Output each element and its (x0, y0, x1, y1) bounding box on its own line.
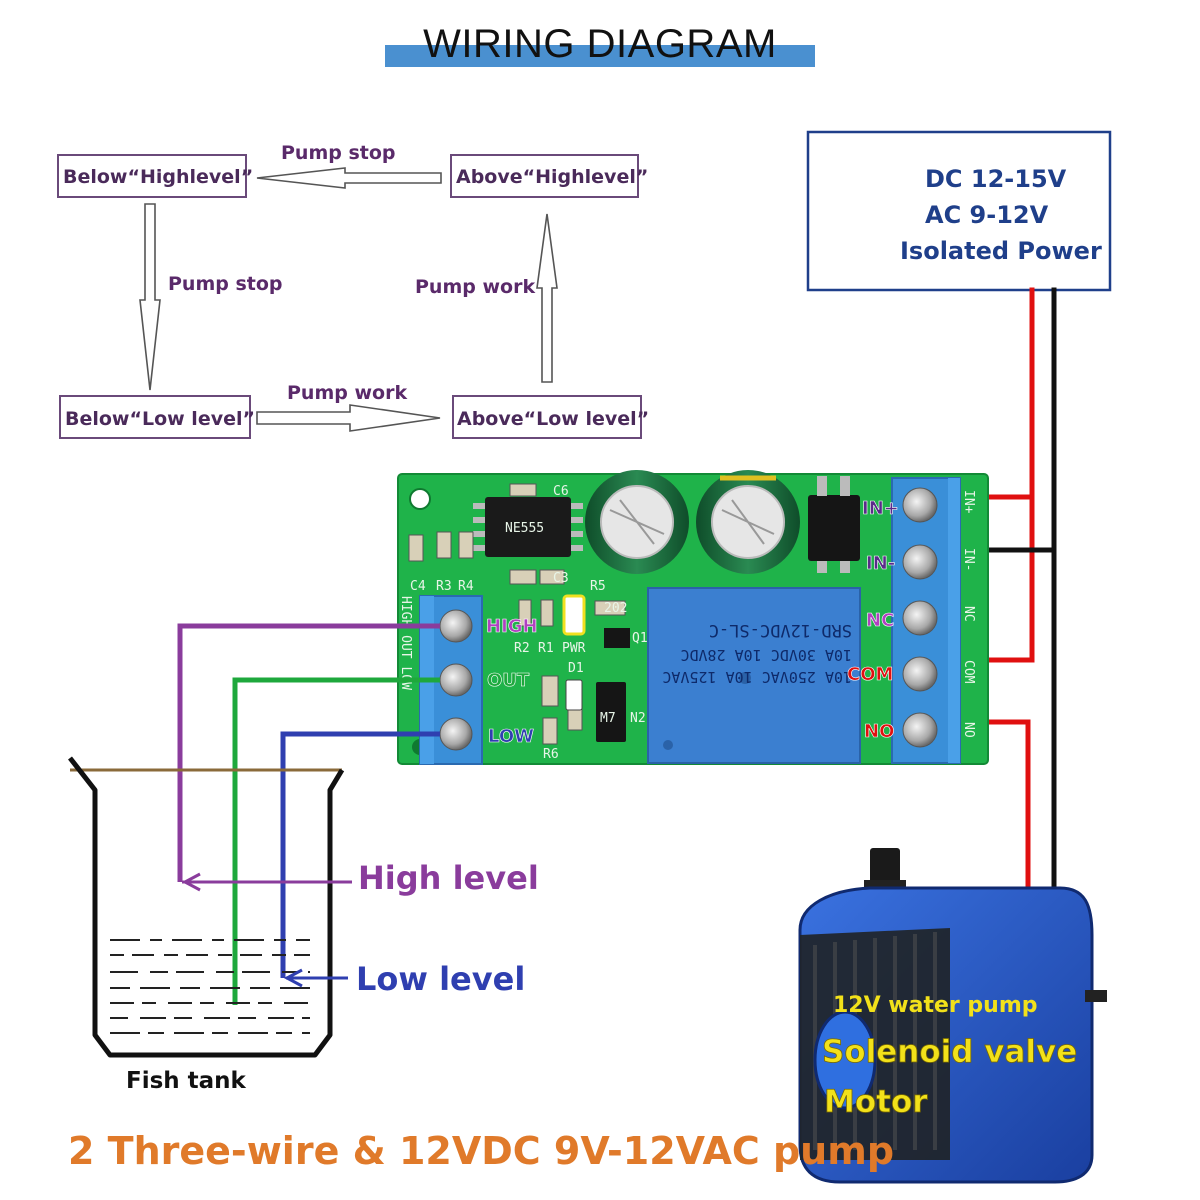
silk-202: 202 (604, 601, 627, 616)
screw-high-icon[interactable] (439, 609, 473, 643)
screw-nc-icon[interactable] (902, 600, 938, 636)
transition-label-bottom: Pump work (287, 382, 407, 404)
state-box-below-low (59, 395, 251, 439)
relay-module-board: NE555 (397, 470, 989, 765)
high-level-label: High level (358, 859, 539, 897)
silk-n2: N2 (630, 711, 646, 726)
wire-low-probe (280, 731, 440, 978)
silk-r3: R3 (436, 579, 452, 594)
transistor-q1 (604, 628, 630, 648)
silk-in-plus: IN+ (961, 490, 976, 514)
relay: SRD-12VDC-SL-C 10A 30VDC 10A 28VDC 10A 2… (647, 587, 861, 764)
terminal-label-no: NO (864, 721, 894, 742)
silk-pwr: PWR (562, 641, 586, 656)
right-terminal-block (891, 477, 961, 764)
silk-d1: D1 (568, 661, 584, 676)
footer-caption: 2 Three-wire & 12VDC 9V-12VAC pump (68, 1129, 894, 1173)
power-supply-box: DC 12-15V AC 9-12V Isolated Power (806, 130, 1112, 292)
water-pump: 12V water pump Solenoid valve Motor (798, 848, 1107, 1184)
screw-out-icon[interactable] (439, 663, 473, 697)
silk-nc: NC (961, 606, 976, 622)
silk-com: COM (961, 660, 976, 684)
screw-low-icon[interactable] (439, 717, 473, 751)
transition-label-top: Pump stop (281, 142, 396, 164)
wire-positive-supply (927, 287, 1035, 500)
silk-in-minus: IN- (961, 548, 976, 571)
terminal-label-in-plus: IN+ (862, 498, 899, 519)
pump-label-1: 12V water pump (833, 993, 1038, 1018)
pump-inlet-knob (813, 1010, 877, 1110)
terminal-label-com: COM (847, 664, 893, 685)
power-line-1: DC 12-15V (925, 165, 1067, 193)
pump-cable-stub (1085, 990, 1107, 1002)
title-underline-bar (385, 45, 815, 67)
silk-r5: R5 (590, 579, 606, 594)
silk-r4: R4 (458, 579, 474, 594)
silk-c3: C3 (553, 571, 569, 586)
screw-no-icon[interactable] (902, 712, 938, 748)
page-title: WIRING DIAGRAM (423, 22, 777, 66)
screw-com-icon[interactable] (902, 656, 938, 692)
silk-q1: Q1 (632, 631, 648, 646)
transition-label-right: Pump work (415, 276, 535, 298)
silk-left-terminals: HIGH OUT LOW (398, 596, 413, 690)
state-box-above-high (450, 154, 639, 198)
state-box-above-low (452, 395, 642, 439)
chip-label: NE555 (505, 521, 544, 536)
transition-label-left: Pump stop (168, 273, 283, 295)
silk-r2: R2 (514, 641, 530, 656)
state-label-below-low: Below“Low level” (65, 408, 255, 430)
arrow-right (536, 213, 558, 383)
arrow-top (256, 167, 442, 189)
flowchart: Below“Highlevel” Above“Highlevel” Below“… (57, 142, 649, 439)
low-level-arrow-icon (283, 968, 348, 988)
silk-c6: C6 (553, 484, 569, 499)
relay-model: SRD-12VDC-SL-C (709, 620, 852, 640)
wire-out-probe (232, 677, 440, 1005)
water-surface-lines (110, 939, 310, 1034)
probe-wires (177, 623, 440, 1005)
silk-r1: R1 (538, 641, 554, 656)
power-line-3: Isolated Power (900, 237, 1102, 265)
screw-in-plus-icon[interactable] (902, 487, 938, 523)
wire-high-probe (177, 623, 440, 882)
silk-no: NO (961, 722, 976, 738)
fish-tank: High level Low level Fish tank (68, 756, 539, 1094)
mount-hole-icon (409, 488, 431, 510)
status-led-icon (565, 679, 583, 711)
electrolytic-capacitor-2 (696, 470, 800, 574)
ne555-chip (485, 497, 571, 557)
screw-in-minus-icon[interactable] (902, 544, 938, 580)
diode-m7 (596, 682, 626, 742)
terminal-label-out: OUT (487, 670, 530, 691)
state-box-below-high (57, 154, 247, 198)
state-label-above-low: Above“Low level” (457, 408, 649, 430)
pump-label-3: Motor (824, 1084, 928, 1120)
power-led-icon (562, 594, 586, 636)
low-level-label: Low level (356, 960, 525, 998)
arrow-left (139, 203, 161, 391)
terminal-label-in-minus: IN- (866, 553, 895, 574)
fish-tank-label: Fish tank (126, 1068, 247, 1094)
pump-label-2: Solenoid valve (822, 1034, 1077, 1070)
arrow-bottom (256, 404, 441, 432)
electrolytic-capacitor-1 (585, 470, 689, 574)
terminal-label-low: LOW (488, 726, 534, 747)
power-line-2: AC 9-12V (925, 201, 1049, 229)
high-level-arrow-icon (181, 872, 352, 892)
rectifier-chip (808, 495, 860, 561)
terminal-label-high: HIGH (486, 616, 538, 637)
state-label-below-high: Below“Highlevel” (63, 166, 253, 188)
relay-rating-1: 10A 30VDC 10A 28VDC (680, 646, 852, 664)
silk-r6: R6 (543, 747, 559, 762)
terminal-label-nc: NC (866, 610, 894, 631)
silk-c4: C4 (410, 579, 426, 594)
state-label-above-high: Above“Highlevel” (456, 166, 648, 188)
relay-rating-2: 10A 250VAC 10A 125VAC (662, 668, 852, 686)
silk-m7: M7 (600, 711, 616, 726)
